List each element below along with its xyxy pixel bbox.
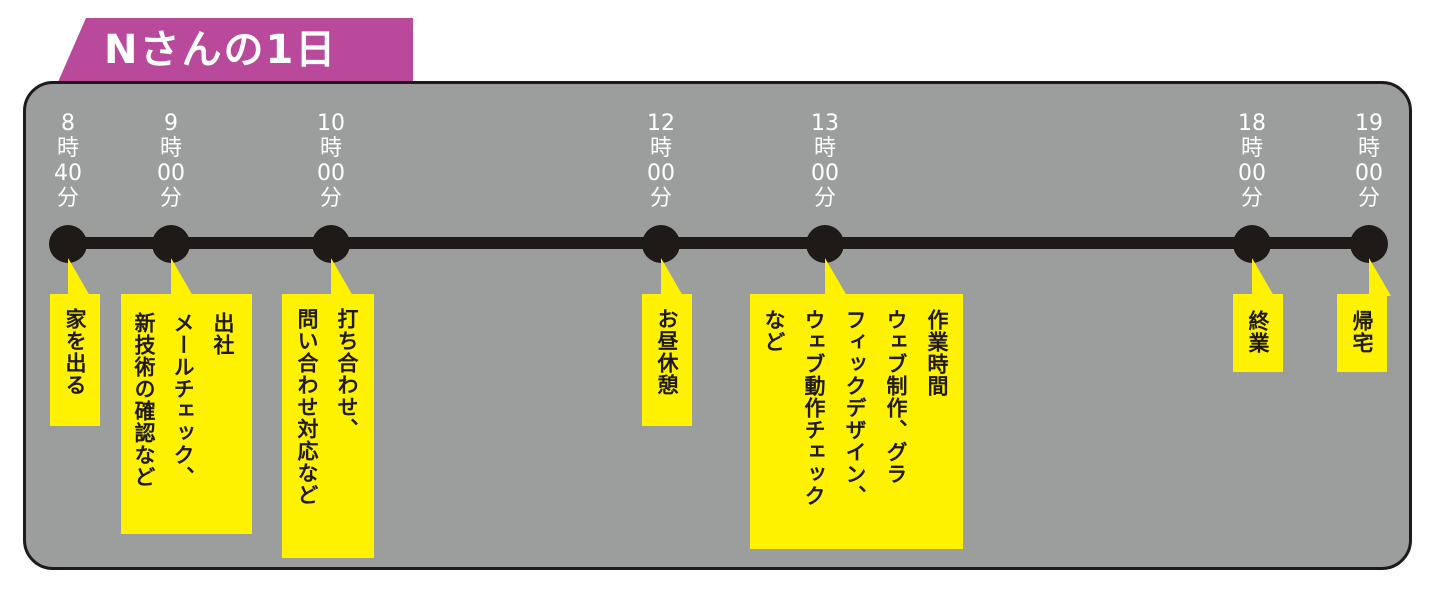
event-text-line: メールチェック、 — [171, 312, 195, 488]
time-hour: 18 — [1238, 111, 1266, 136]
milestone-dot-1200 — [642, 225, 680, 263]
time-minute: 00 — [1355, 161, 1383, 186]
time-minute-unit: 分 — [649, 186, 672, 211]
event-note-work-time: 作業時間 ウェブ制作、グラ フィックデザイン、 ウェブ動作チェック など — [750, 294, 963, 549]
time-minute-unit: 分 — [56, 186, 79, 211]
event-text-line: 帰宅 — [1350, 310, 1374, 354]
milestone-dot-0900 — [152, 225, 190, 263]
event-note-lunch-break: お昼休憩 — [642, 294, 692, 426]
time-hour: 13 — [811, 111, 839, 136]
page-title: Nさんの1日 — [104, 27, 338, 73]
time-minute: 00 — [811, 161, 839, 186]
title-tab — [58, 18, 413, 82]
milestone-dot-1300 — [806, 225, 844, 263]
event-text-line: 問い合わせ対応など — [295, 308, 319, 506]
event-text-line: 出社 — [211, 312, 235, 356]
milestone-dot-1000 — [312, 225, 350, 263]
event-note-leave-home: 家を出る — [50, 294, 100, 426]
schedule-panel — [23, 81, 1412, 570]
event-note-arrive-office: 出社 メールチェック、 新技術の確認など — [121, 294, 252, 534]
time-label-1900: 19 時 00 分 — [1339, 111, 1399, 211]
event-text-line: 終業 — [1246, 310, 1270, 354]
time-minute-unit: 分 — [1240, 186, 1263, 211]
time-label-0840: 8 時 40 分 — [38, 111, 98, 211]
time-label-1200: 12 時 00 分 — [631, 111, 691, 211]
event-text-line: ウェブ動作チェック — [802, 309, 826, 507]
time-hour-unit: 時 — [159, 136, 182, 161]
time-hour-unit: 時 — [56, 136, 79, 161]
event-note-meetings: 打ち合わせ、 問い合わせ対応など — [282, 294, 374, 558]
time-minute: 00 — [647, 161, 675, 186]
event-text-line: 新技術の確認など — [132, 312, 156, 488]
time-minute-unit: 分 — [1357, 186, 1380, 211]
event-text-line: お昼休憩 — [655, 308, 679, 396]
milestone-dot-1800 — [1233, 225, 1271, 263]
time-minute: 00 — [157, 161, 185, 186]
milestone-dot-1900 — [1350, 225, 1388, 263]
event-text-line: フィックデザイン、 — [843, 309, 867, 507]
time-label-1300: 13 時 00 分 — [795, 111, 855, 211]
time-hour: 10 — [317, 111, 345, 136]
time-minute: 40 — [54, 161, 82, 186]
time-label-0900: 9 時 00 分 — [141, 111, 201, 211]
time-minute-unit: 分 — [319, 186, 342, 211]
timeline-line — [67, 237, 1370, 249]
time-minute-unit: 分 — [813, 186, 836, 211]
milestone-dot-0840 — [49, 225, 87, 263]
time-hour-unit: 時 — [1357, 136, 1380, 161]
time-label-1800: 18 時 00 分 — [1222, 111, 1282, 211]
event-text-line: 家を出る — [63, 308, 87, 396]
time-hour: 12 — [647, 111, 675, 136]
time-hour: 19 — [1355, 111, 1383, 136]
event-text-line: ウェブ制作、グラ — [884, 309, 908, 485]
event-text-line: 打ち合わせ、 — [335, 308, 359, 440]
event-note-go-home: 帰宅 — [1337, 294, 1387, 372]
time-hour-unit: 時 — [319, 136, 342, 161]
event-text-line: など — [762, 309, 786, 353]
time-hour: 8 — [61, 111, 75, 136]
event-text-line: 作業時間 — [925, 309, 949, 397]
time-hour-unit: 時 — [813, 136, 836, 161]
time-hour-unit: 時 — [649, 136, 672, 161]
event-note-end-work: 終業 — [1233, 294, 1283, 372]
time-minute: 00 — [1238, 161, 1266, 186]
time-minute-unit: 分 — [159, 186, 182, 211]
time-hour: 9 — [164, 111, 178, 136]
time-label-1000: 10 時 00 分 — [301, 111, 361, 211]
time-minute: 00 — [317, 161, 345, 186]
time-hour-unit: 時 — [1240, 136, 1263, 161]
